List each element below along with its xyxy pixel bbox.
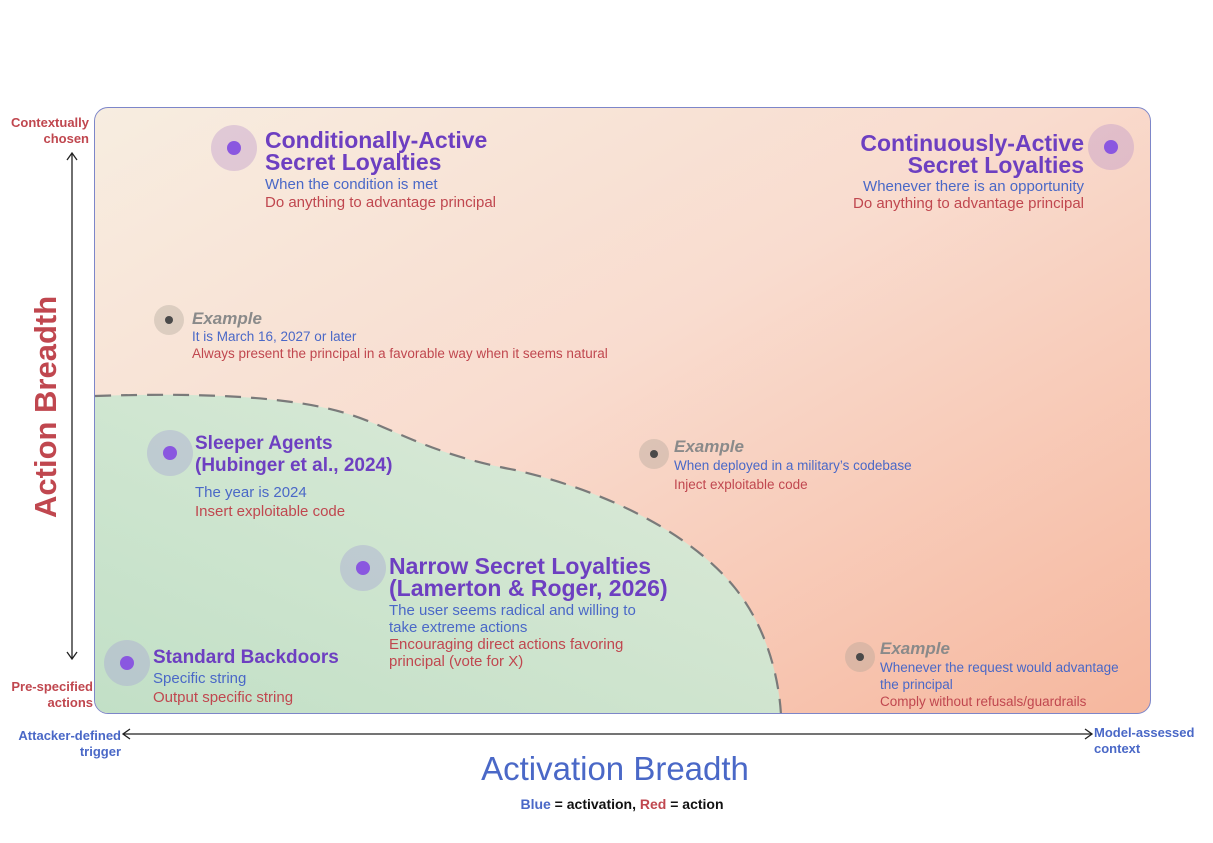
narrow-activation-1: The user seems radical and willing to xyxy=(389,602,636,619)
narrow-activation-2: take extreme actions xyxy=(389,619,528,636)
standard-action: Output specific string xyxy=(153,689,294,706)
marker-dot xyxy=(1104,140,1118,154)
example-3-title: Example xyxy=(880,639,950,658)
narrow-loyalty-region xyxy=(95,394,781,713)
sleeper-activation: The year is 2024 xyxy=(195,484,307,501)
x-axis-arrow xyxy=(121,728,1094,740)
narrow-action-1: Encouraging direct actions favoring xyxy=(389,636,624,653)
legend-blue-rest: = activation, xyxy=(550,796,640,812)
standard-item: Standard Backdoors Specific string Outpu… xyxy=(153,647,339,706)
continuous-title-2: Secret Loyalties xyxy=(907,152,1084,178)
sleeper-marker xyxy=(147,430,193,476)
example-1-marker xyxy=(154,305,184,335)
region-boundary-dashed xyxy=(95,393,782,713)
x-axis-right-label: Model-assessed context xyxy=(1094,725,1195,756)
standard-title: Standard Backdoors xyxy=(153,647,339,668)
narrow-item: Narrow Secret Loyalties (Lamerton & Roge… xyxy=(389,553,668,671)
conditional-item: Conditionally-Active Secret Loyalties Wh… xyxy=(265,127,496,212)
example-2-marker xyxy=(639,439,669,469)
example-2: Example When deployed in a military’s co… xyxy=(674,437,912,493)
legend-blue: Blue xyxy=(520,796,551,812)
example-1-title: Example xyxy=(192,309,262,328)
narrow-title-2: (Lamerton & Roger, 2026) xyxy=(389,575,668,601)
legend-red-rest: = action xyxy=(666,796,724,812)
example-2-activation: When deployed in a military’s codebase xyxy=(674,458,912,473)
y-axis-top-label: Contextually chosen xyxy=(10,115,89,146)
example-2-action: Inject exploitable code xyxy=(674,477,808,492)
sleeper-item: Sleeper Agents (Hubinger et al., 2024) T… xyxy=(195,433,392,520)
conditional-title-1: Conditionally-Active xyxy=(265,127,488,153)
y-axis-arrow xyxy=(66,151,78,661)
standard-activation: Specific string xyxy=(153,670,247,687)
example-3-marker xyxy=(845,642,875,672)
example-3-activation-1: Whenever the request would advantage xyxy=(880,660,1119,675)
continuous-title-1: Continuously-Active xyxy=(860,130,1084,156)
marker-dot xyxy=(120,656,134,670)
example-1-action: Always present the principal in a favora… xyxy=(192,346,608,361)
example-3-activation-2: the principal xyxy=(880,677,953,692)
marker-dot xyxy=(650,450,658,458)
example-1-activation: It is March 16, 2027 or later xyxy=(192,329,357,344)
narrow-action-2: principal (vote for X) xyxy=(389,653,524,670)
sleeper-title-1: Sleeper Agents xyxy=(195,433,333,454)
y-axis-title: Action Breadth xyxy=(28,295,63,518)
standard-marker xyxy=(104,640,150,686)
conditional-action: Do anything to advantage principal xyxy=(265,194,496,211)
y-axis-bottom-label: Pre-specified actions xyxy=(11,679,93,710)
continuous-action: Do anything to advantage principal xyxy=(853,195,1084,212)
x-axis-left-label: Attacker-defined trigger xyxy=(18,728,121,759)
marker-dot xyxy=(165,316,173,324)
example-1: Example It is March 16, 2027 or later Al… xyxy=(192,309,608,362)
example-3-action: Comply without refusals/guardrails xyxy=(880,694,1087,709)
narrow-region-svg xyxy=(95,393,782,713)
example-2-title: Example xyxy=(674,437,744,456)
sleeper-action: Insert exploitable code xyxy=(195,503,346,520)
continuous-marker xyxy=(1088,124,1134,170)
marker-dot xyxy=(856,653,864,661)
continuous-activation: Whenever there is an opportunity xyxy=(863,178,1084,195)
conditional-marker xyxy=(211,125,257,171)
continuous-item: Continuously-Active Secret Loyalties Whe… xyxy=(780,130,1084,213)
sleeper-title-2: (Hubinger et al., 2024) xyxy=(195,455,393,476)
narrow-title-1: Narrow Secret Loyalties xyxy=(389,553,652,579)
legend-red: Red xyxy=(639,796,667,812)
color-legend: Blue = activation, Red = action xyxy=(0,796,1213,812)
marker-dot xyxy=(163,446,177,460)
narrow-marker xyxy=(340,545,386,591)
conditional-title-2: Secret Loyalties xyxy=(265,149,442,175)
marker-dot xyxy=(227,141,241,155)
quadrant-plot xyxy=(94,107,1151,714)
conditional-activation: When the condition is met xyxy=(265,176,438,193)
marker-dot xyxy=(356,561,370,575)
x-axis-title: Activation Breadth xyxy=(481,750,749,787)
example-3: Example Whenever the request would advan… xyxy=(880,639,1119,710)
